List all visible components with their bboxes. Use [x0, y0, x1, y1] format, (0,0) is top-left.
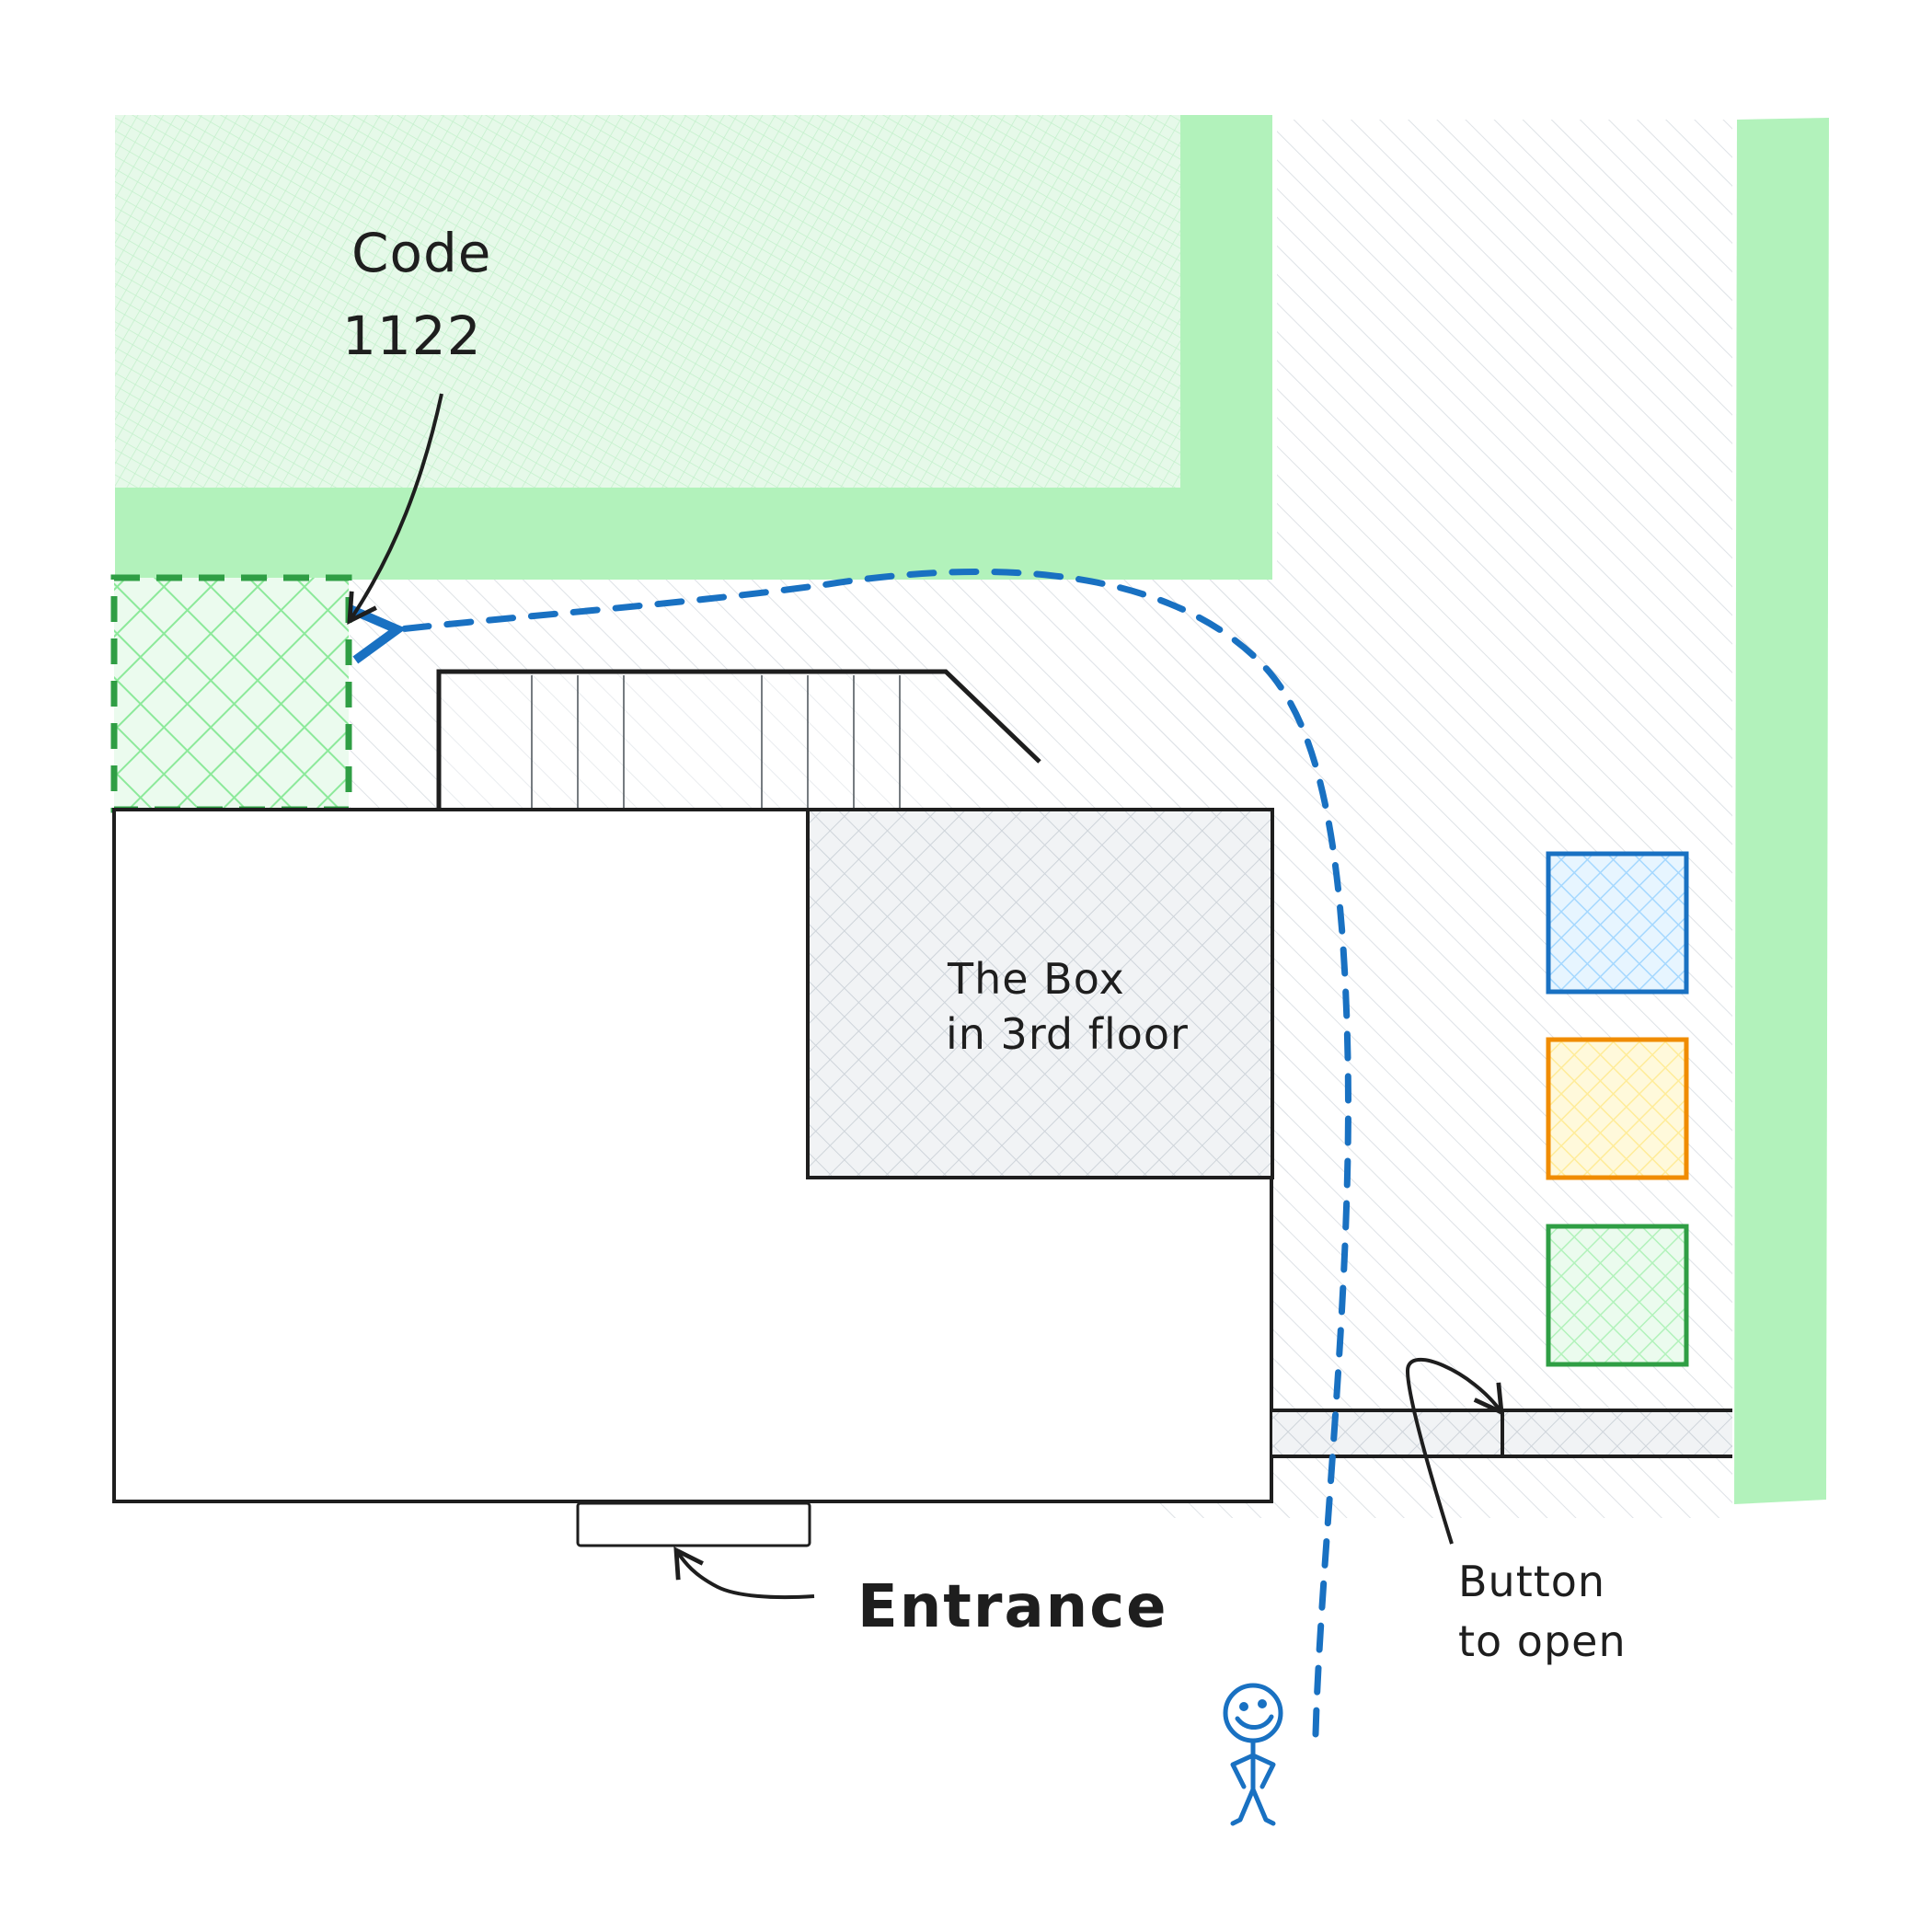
the-box-room: The Box in 3rd floor: [806, 808, 1274, 1179]
entrance-label: Entrance: [857, 1573, 1168, 1641]
stick-figure-icon: [1223, 1683, 1283, 1826]
gate-fence: [1272, 1409, 1732, 1458]
yellow-bin: [1546, 1037, 1689, 1180]
blue-bin: [1546, 851, 1689, 995]
code-annotation: Code 1122: [342, 222, 491, 626]
button-annotation: Button to open: [1405, 1358, 1627, 1666]
garden-area: [115, 115, 1272, 580]
code-label-line2: 1122: [342, 305, 482, 367]
entrance-annotation: Entrance: [673, 1546, 1168, 1641]
stairs-structure: [436, 669, 1041, 811]
code-label-line1: Code: [351, 222, 491, 284]
code-door-area: [110, 574, 352, 813]
button-label-line1: Button: [1458, 1557, 1605, 1606]
entrance-door: [576, 1501, 811, 1547]
button-label-line2: to open: [1458, 1616, 1627, 1666]
walking-route: [391, 569, 1351, 1738]
box-label-line1: The Box: [947, 954, 1125, 1004]
green-bin: [1546, 1224, 1689, 1367]
right-green-strip: [1734, 118, 1829, 1504]
box-label-line2: in 3rd floor: [946, 1009, 1189, 1059]
